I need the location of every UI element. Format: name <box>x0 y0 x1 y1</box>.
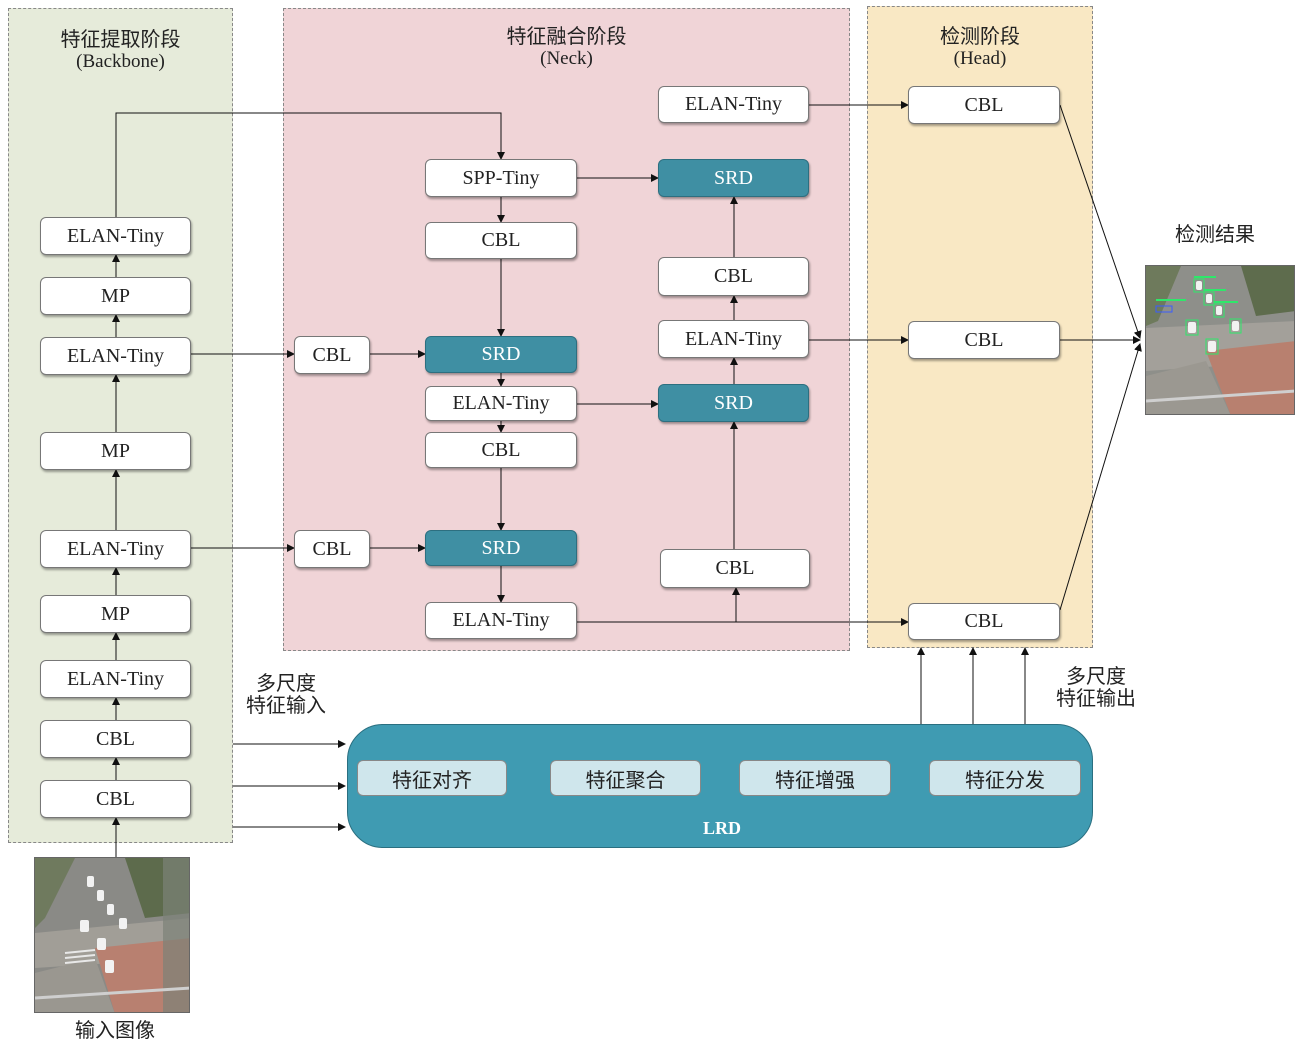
backbone-elan-tiny-3: ELAN-Tiny <box>40 337 191 375</box>
lrd-step-aggregate: 特征聚合 <box>550 760 701 796</box>
multi-scale-input-label-2: 特征输入 <box>236 695 336 717</box>
neck-right-srd-top: SRD <box>658 159 809 197</box>
backbone-elan-tiny-2: ELAN-Tiny <box>40 530 191 568</box>
lrd-step-align: 特征对齐 <box>357 760 507 796</box>
neck-cbl-left-2: CBL <box>294 530 370 568</box>
backbone-mp-1: MP <box>40 595 191 633</box>
head-cbl-2: CBL <box>908 321 1060 359</box>
neck-cbl-left-1: CBL <box>294 336 370 374</box>
input-image-label: 输入图像 <box>50 1020 180 1042</box>
head-cbl-3: CBL <box>908 603 1060 640</box>
lrd-label: LRD <box>690 818 754 839</box>
input-image <box>34 857 190 1013</box>
lrd-step-enhance: 特征增强 <box>739 760 891 796</box>
lrd-step-distribute: 特征分发 <box>929 760 1081 796</box>
detection-result-label: 检测结果 <box>1155 224 1275 246</box>
backbone-elan-tiny-1: ELAN-Tiny <box>40 660 191 698</box>
neck-spp-tiny: SPP-Tiny <box>425 159 577 197</box>
neck-cbl-2: CBL <box>425 432 577 468</box>
multi-scale-output-label-1: 多尺度 <box>1046 666 1146 688</box>
backbone-mp-2: MP <box>40 432 191 470</box>
head-cbl-1: CBL <box>908 86 1060 124</box>
neck-srd-2: SRD <box>425 530 577 566</box>
neck-right-cbl-1: CBL <box>658 257 809 296</box>
neck-right-elan-tiny-mid: ELAN-Tiny <box>658 320 809 358</box>
neck-elan-tiny-2: ELAN-Tiny <box>425 602 577 639</box>
backbone-cbl-2: CBL <box>40 720 191 758</box>
neck-right-elan-tiny-top: ELAN-Tiny <box>658 86 809 123</box>
backbone-elan-tiny-4: ELAN-Tiny <box>40 217 191 255</box>
detection-result-image <box>1145 265 1295 415</box>
neck-elan-tiny-1: ELAN-Tiny <box>425 386 577 421</box>
neck-srd-1: SRD <box>425 336 577 373</box>
neck-right-srd-mid: SRD <box>658 384 809 422</box>
multi-scale-output-label-2: 特征输出 <box>1046 688 1146 710</box>
backbone-mp-3: MP <box>40 277 191 315</box>
backbone-cbl-1: CBL <box>40 780 191 818</box>
neck-cbl-1: CBL <box>425 222 577 259</box>
neck-right-cbl-bottom: CBL <box>660 549 810 588</box>
multi-scale-input-label-1: 多尺度 <box>236 673 336 695</box>
